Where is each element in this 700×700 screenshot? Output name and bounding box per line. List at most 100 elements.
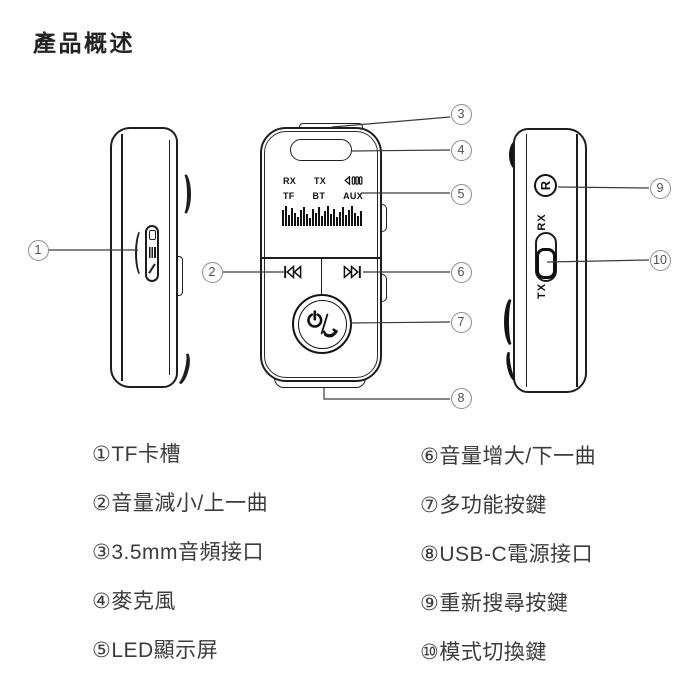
legend-label: LED顯示屏 (111, 639, 219, 662)
equalizer-bar (342, 207, 344, 226)
legend-item-1: ①TF卡槽 (92, 444, 268, 466)
equalizer-bar (348, 210, 350, 226)
tf-card-contacts (148, 247, 156, 258)
legend-label: 模式切換鍵 (439, 641, 547, 664)
display-status-row: RX TX (283, 174, 363, 187)
equalizer-bar (351, 206, 353, 226)
callout-1: 1 (27, 239, 49, 261)
equalizer-bar (345, 215, 347, 226)
display-label-aux: AUX (343, 190, 363, 201)
equalizer-bar (294, 213, 296, 226)
display-label-tf: TF (283, 190, 295, 201)
legend-item-8: ⑧USB-C電源接口 (420, 544, 596, 566)
legend-label: 音量增大/下一曲 (439, 445, 597, 468)
equalizer-bar (339, 212, 341, 226)
legend-num: ⑨ (420, 592, 440, 615)
equalizer-bar (357, 216, 359, 226)
equalizer-bar (309, 218, 311, 226)
callout-3: 3 (450, 103, 472, 125)
legend-item-9: ⑨重新搜尋按鍵 (420, 593, 596, 615)
body-curve-line (576, 134, 578, 387)
callout-5: 5 (450, 183, 472, 205)
equalizer-bar (330, 214, 332, 226)
legend-num: ⑩ (420, 641, 440, 664)
legend-label: 3.5mm音頻接口 (111, 541, 265, 564)
multifunction-button[interactable] (292, 294, 352, 354)
power-phone-icon (307, 310, 338, 338)
display-label-tx: TX (314, 175, 327, 186)
equalizer-bar (291, 208, 293, 226)
legend-label: TF卡槽 (111, 443, 181, 466)
tf-slot-detail (148, 230, 156, 240)
next-track-icon[interactable] (343, 265, 362, 279)
tf-slot-flap (135, 228, 150, 278)
callout-8: 8 (450, 387, 472, 409)
equalizer-bar (288, 215, 290, 226)
equalizer-bar (336, 217, 338, 226)
legend-num: ⑦ (420, 494, 440, 517)
legend-num: ⑥ (420, 445, 440, 468)
equalizer-bar (327, 206, 329, 226)
body-edge-line (169, 140, 171, 375)
side-button-tab (380, 274, 387, 302)
legend-num: ⑧ (420, 543, 440, 566)
equalizer-bar (324, 211, 326, 226)
reset-button-label: R (537, 180, 553, 191)
led-display: RX TX TF BT AUX (283, 174, 363, 202)
button-bump (504, 297, 521, 347)
legend-item-4: ④麥克風 (92, 591, 268, 613)
callout-line-8 (323, 388, 450, 400)
equalizer-bar (306, 214, 308, 226)
legend-item-3: ③3.5mm音頻接口 (92, 542, 268, 564)
legend-item-10: ⑩模式切換鍵 (420, 642, 596, 664)
legend-item-6: ⑥音量增大/下一曲 (420, 446, 596, 468)
volume-level-icon (344, 176, 363, 185)
legend-item-7: ⑦多功能按鍵 (420, 495, 596, 517)
legend-label: 多功能按鍵 (439, 494, 547, 517)
legend-num: ③ (92, 541, 112, 564)
equalizer-bar (321, 216, 323, 226)
legend-num: ① (92, 443, 112, 466)
callout-7: 7 (450, 311, 472, 333)
legend-num: ② (92, 492, 112, 515)
legend-label: 重新搜尋按鍵 (439, 592, 569, 615)
page-title: 產品概述 (33, 30, 135, 56)
callout-9: 9 (649, 177, 671, 199)
legend-num: ④ (92, 590, 112, 613)
jack-bump (509, 140, 525, 170)
equalizer-bar (285, 206, 287, 226)
equalizer-bar (297, 217, 299, 226)
equalizer-bar (333, 209, 335, 226)
legend-label: 麥克風 (111, 590, 176, 613)
legend-column-right: ⑥音量增大/下一曲 ⑦多功能按鍵 ⑧USB-C電源接口 ⑨重新搜尋按鍵 ⑩模式切… (420, 446, 596, 664)
front-face-outline (264, 131, 378, 378)
legend-item-5: ⑤LED顯示屏 (92, 640, 268, 662)
legend-label: USB-C電源接口 (439, 543, 594, 566)
mode-switch-knob[interactable] (536, 248, 556, 279)
device-body-front-view (260, 127, 382, 382)
previous-track-icon[interactable] (283, 265, 302, 279)
display-mode-row: TF BT AUX (283, 189, 363, 202)
display-label-bt: BT (312, 190, 326, 201)
callout-4: 4 (450, 139, 472, 161)
legend-num: ⑤ (92, 639, 112, 662)
equalizer-bar (360, 211, 362, 226)
side-tab (177, 256, 183, 296)
legend-label: 音量減小/上一曲 (111, 492, 269, 515)
button-panel-divider-vertical (320, 257, 323, 296)
callout-10: 10 (649, 249, 671, 271)
equalizer-bar (303, 207, 305, 226)
equalizer-bar (315, 213, 317, 226)
body-curve-line (121, 134, 123, 381)
display-label-rx: RX (283, 175, 297, 186)
legend-item-2: ②音量減小/上一曲 (92, 493, 268, 515)
equalizer-bar (300, 210, 302, 226)
tx-mode-label: TX (536, 282, 548, 300)
callout-6: 6 (450, 261, 472, 283)
body-edge-line (526, 134, 528, 387)
reset-search-button[interactable]: R (534, 174, 557, 197)
side-button-tab (380, 204, 387, 232)
equalizer-bar (318, 207, 320, 226)
legend-column-left: ①TF卡槽 ②音量減小/上一曲 ③3.5mm音頻接口 ④麥克風 ⑤LED顯示屏 (92, 444, 268, 662)
